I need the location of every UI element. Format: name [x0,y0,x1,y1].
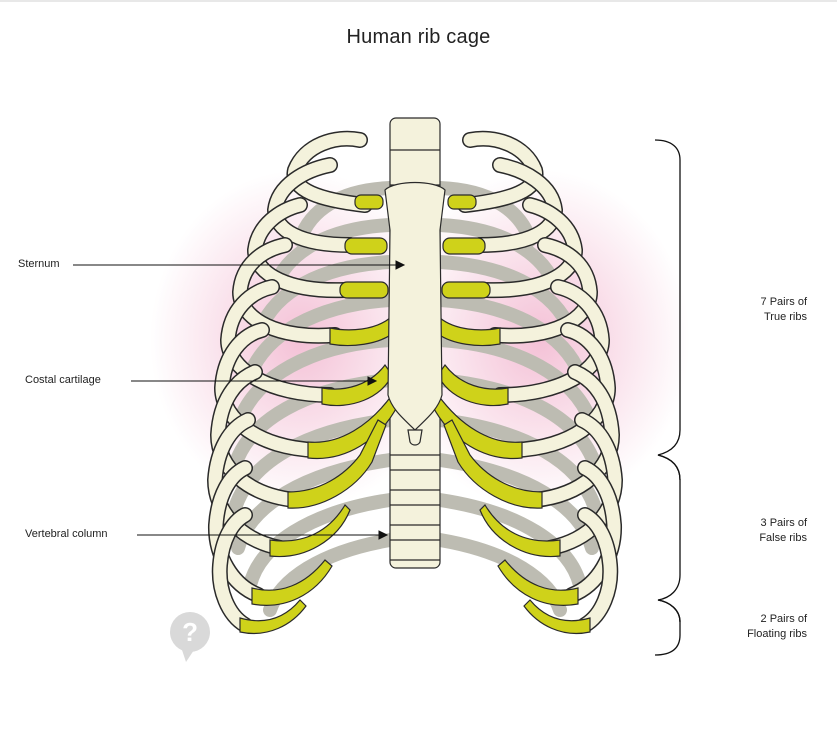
true-ribs-label: 7 Pairs of True ribs [687,295,807,325]
front-ribs-right [457,130,624,633]
front-ribs [206,130,624,633]
diagram-title: Human rib cage [346,26,491,48]
group-braces [654,139,681,656]
false-ribs-name: False ribs [759,532,807,544]
floating-ribs-brace [654,599,681,656]
floating-ribs-name: Floating ribs [747,628,807,640]
false-ribs-brace [657,454,681,623]
label-pointers [73,260,406,540]
svg-text:?: ? [182,617,198,647]
false-ribs-label: 3 Pairs of False ribs [687,516,807,546]
true-ribs-name: True ribs [764,311,807,323]
true-ribs-count: 7 Pairs of [760,296,807,308]
top-divider [0,0,837,2]
costal-cartilages [239,194,591,634]
costal-cartilage-label: Costal cartilage [25,374,101,386]
sternum-label: Sternum [18,258,60,270]
vertebral-column-label: Vertebral column [25,528,108,540]
false-ribs-count: 3 Pairs of [760,517,807,529]
floating-ribs-label: 2 Pairs of Floating ribs [687,612,807,642]
question-mark-logo: ? [170,612,210,662]
floating-ribs-count: 2 Pairs of [760,613,807,625]
sternum [384,181,446,446]
front-ribs-left [206,130,373,633]
